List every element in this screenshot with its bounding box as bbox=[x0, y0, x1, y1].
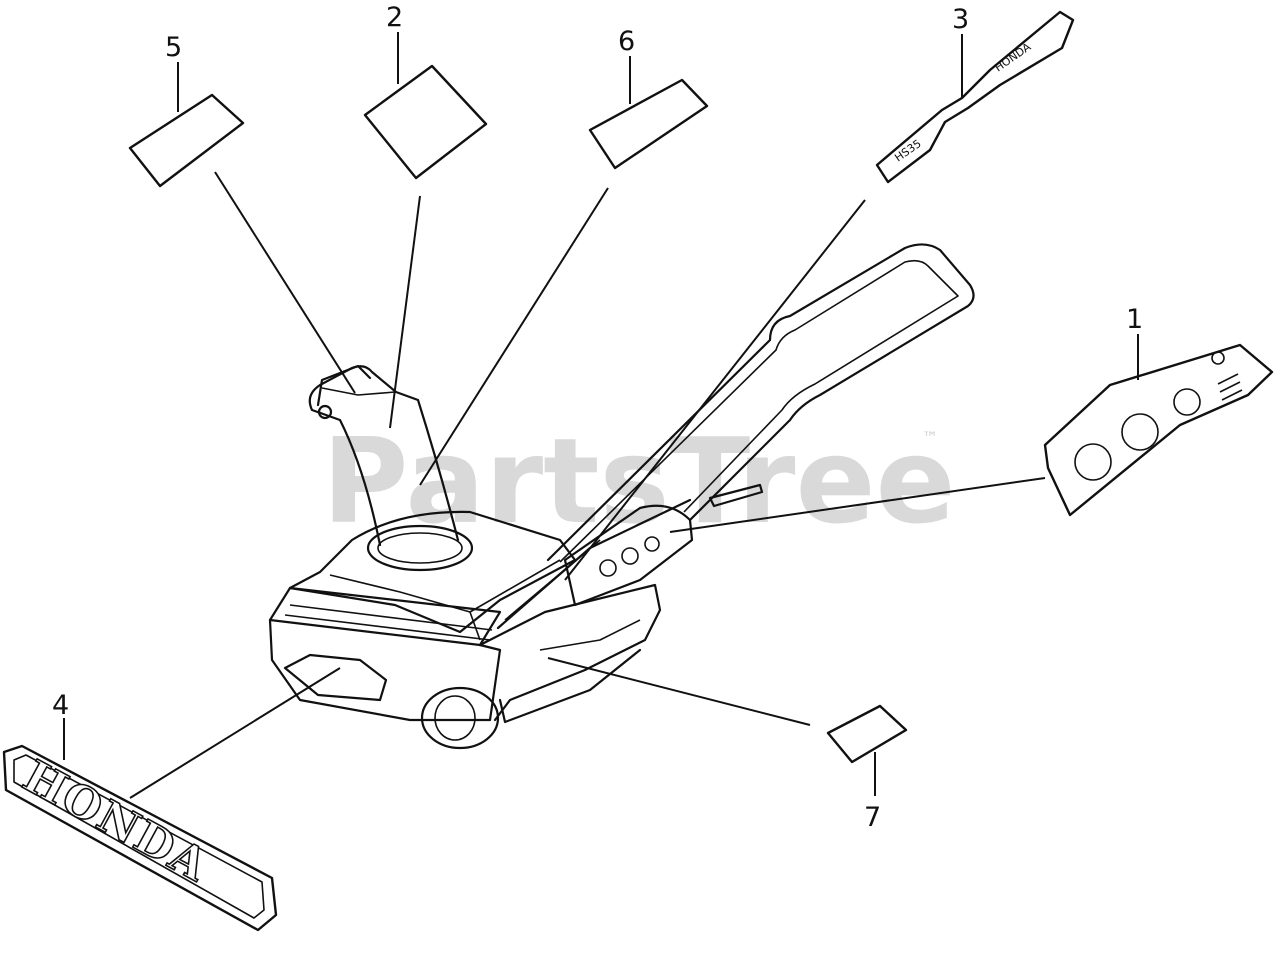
snowblower-illustration bbox=[268, 243, 975, 750]
decal-part-5[interactable] bbox=[128, 93, 245, 188]
callout-1[interactable]: 1 bbox=[1126, 304, 1143, 335]
leader-3 bbox=[564, 199, 866, 581]
decal-part-3[interactable]: HONDA HS35 bbox=[875, 10, 1075, 184]
decal-part-7[interactable] bbox=[826, 704, 908, 764]
decal-1-hole-middle bbox=[1121, 413, 1159, 451]
decal-1-notch bbox=[1211, 351, 1225, 365]
leader-lines bbox=[129, 171, 1046, 799]
leader-4 bbox=[129, 667, 341, 799]
watermark: PartsTree bbox=[322, 412, 956, 550]
decal-1-symbols bbox=[1217, 373, 1243, 401]
callout-3[interactable]: 3 bbox=[952, 4, 969, 35]
leader-6 bbox=[419, 187, 609, 486]
leader-5 bbox=[214, 171, 356, 394]
decal-part-1[interactable] bbox=[1043, 343, 1274, 517]
leader-2 bbox=[389, 195, 421, 429]
callout-5[interactable]: 5 bbox=[165, 32, 182, 63]
decal-part-2[interactable] bbox=[363, 64, 488, 180]
honda-logo-text: HONDA bbox=[15, 751, 217, 892]
callout-6[interactable]: 6 bbox=[618, 26, 635, 57]
callout-7[interactable]: 7 bbox=[864, 802, 881, 833]
leader-1 bbox=[669, 477, 1046, 533]
leader-7 bbox=[547, 657, 811, 726]
decal-1-hole-right bbox=[1173, 388, 1201, 416]
watermark-trademark: ™ bbox=[922, 428, 938, 447]
decal-1-hole-left bbox=[1074, 443, 1112, 481]
callout-2[interactable]: 2 bbox=[386, 2, 403, 33]
decal-part-6[interactable] bbox=[588, 78, 709, 170]
decal-part-4[interactable]: HONDA bbox=[2, 744, 278, 932]
callout-4[interactable]: 4 bbox=[52, 690, 69, 721]
